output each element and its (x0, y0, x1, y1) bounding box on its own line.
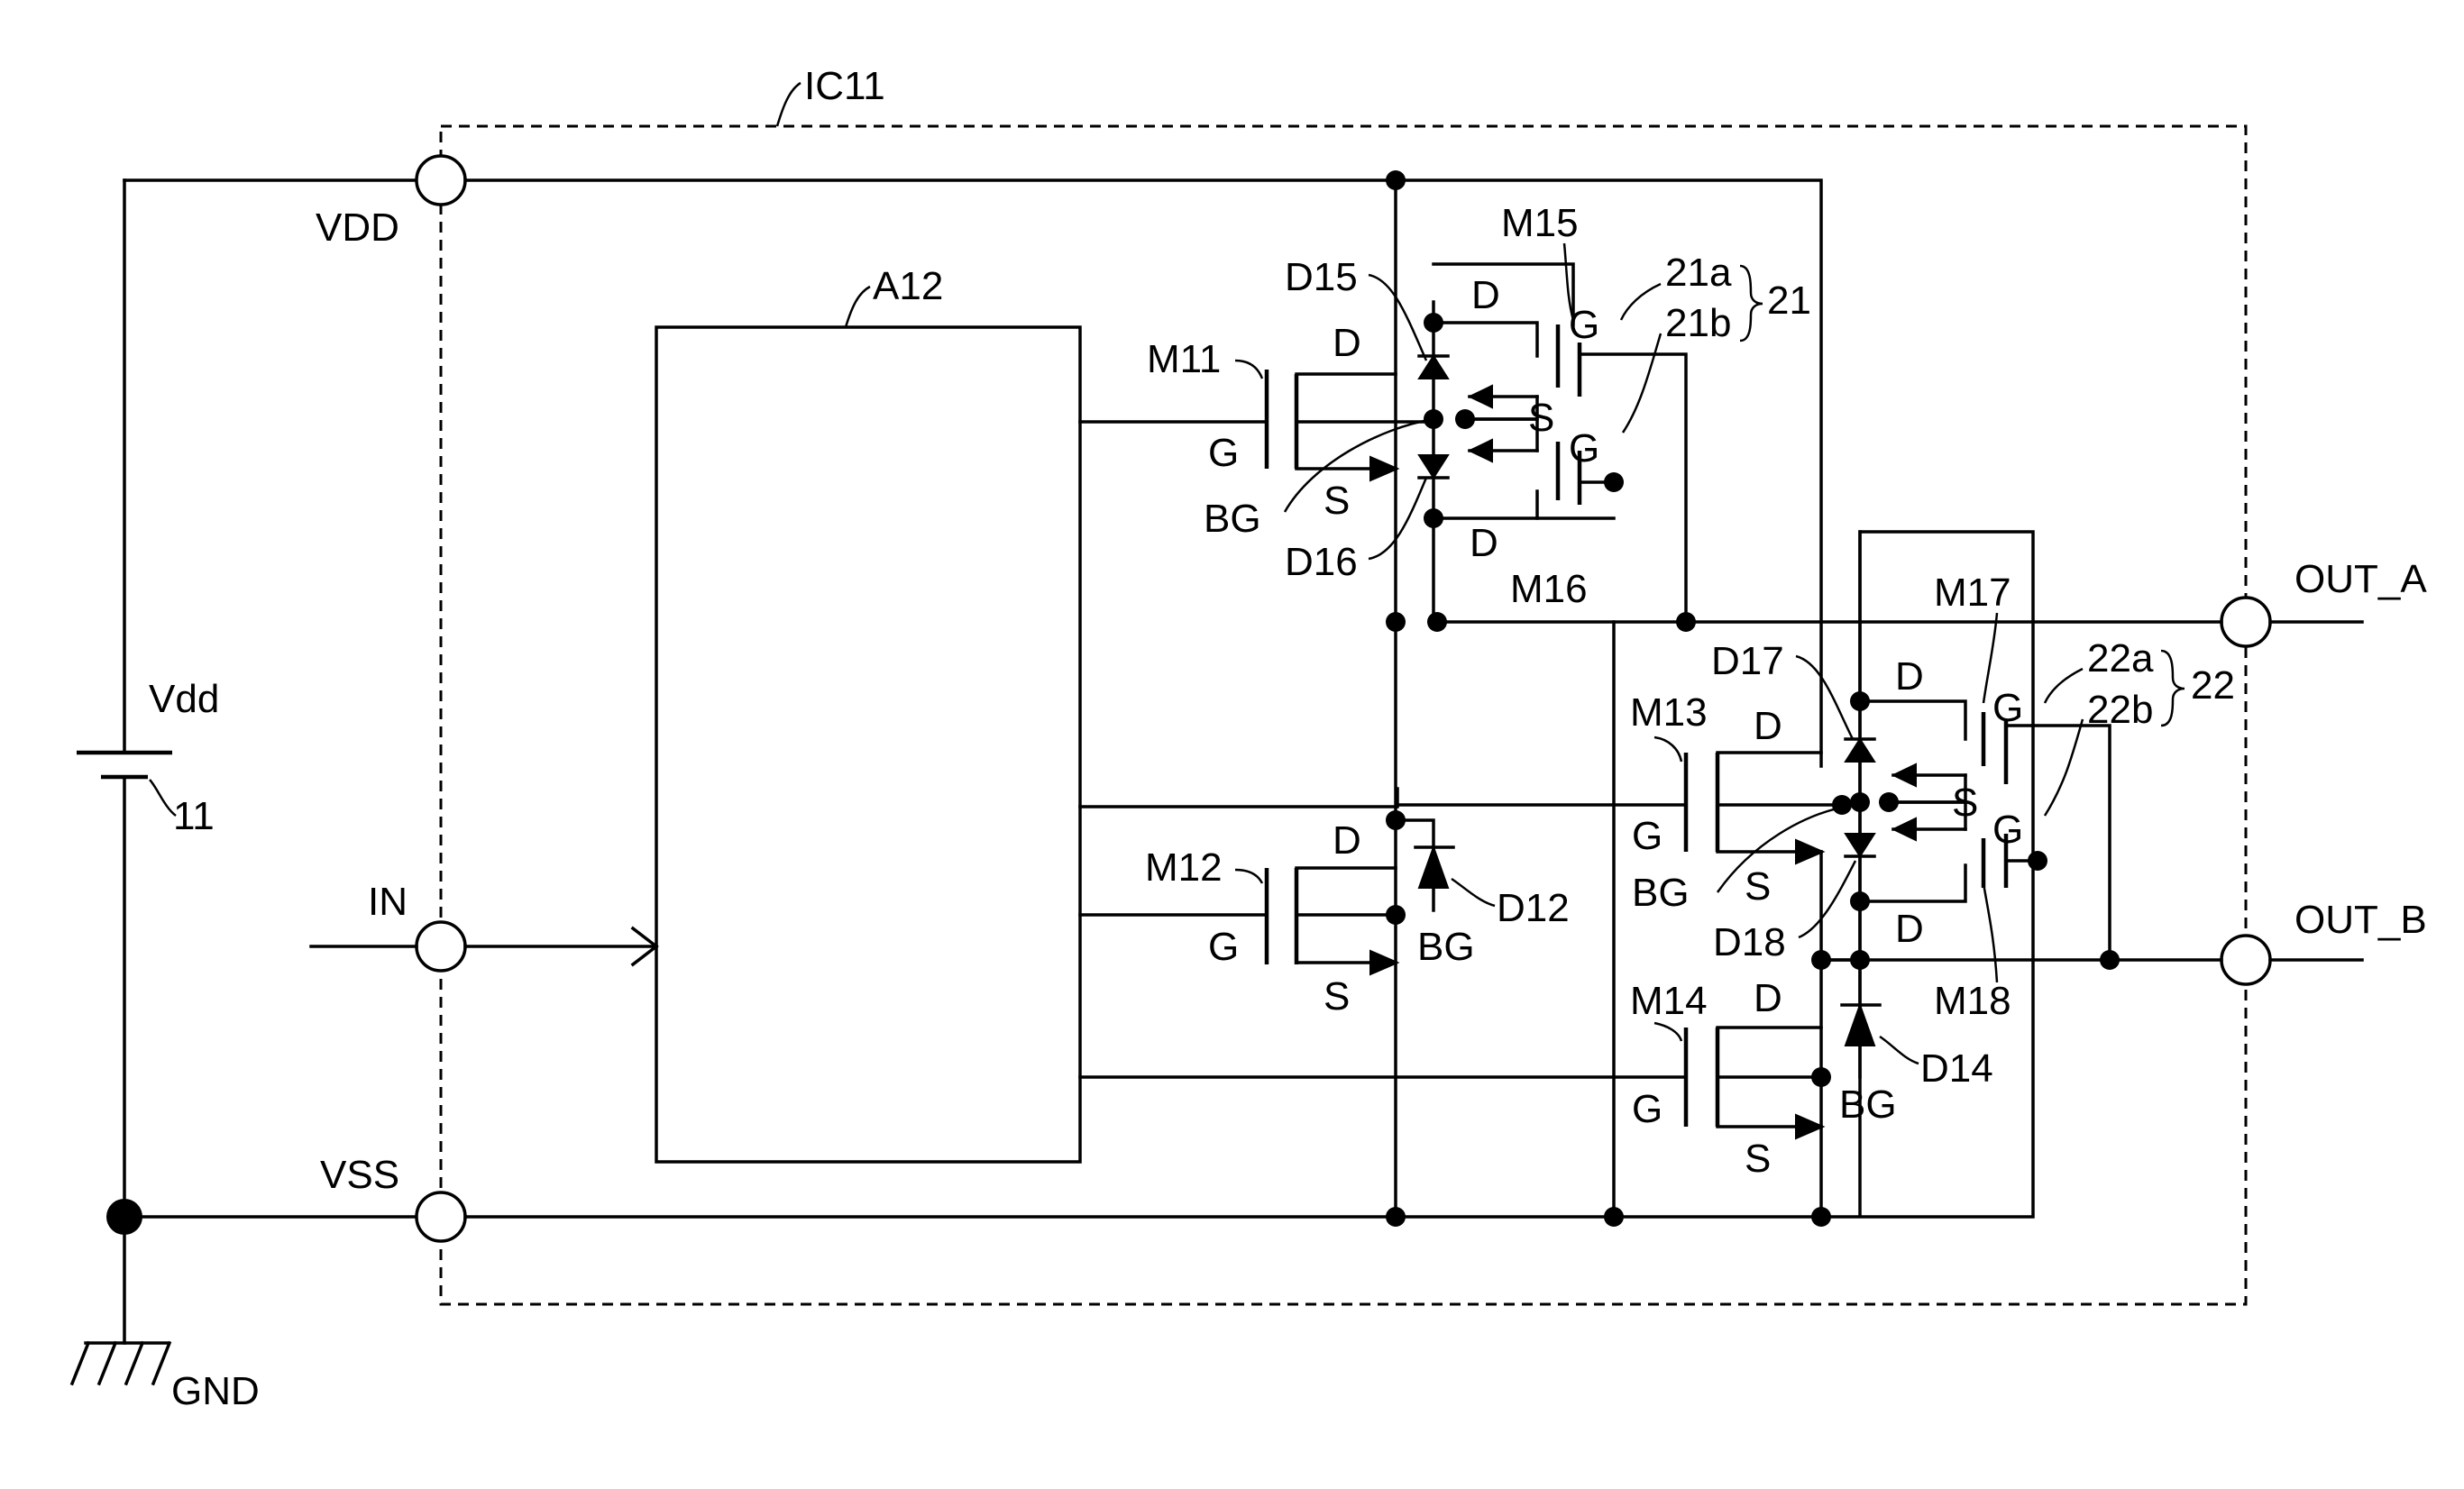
m16-d: D (1470, 521, 1498, 565)
m18-label: M18 (1934, 979, 2011, 1023)
d16-label: D16 (1285, 540, 1358, 584)
m13-g: G (1632, 814, 1663, 858)
m13-d: D (1754, 704, 1782, 748)
d16-leader (1369, 478, 1426, 559)
ic-boundary (441, 126, 2246, 1304)
m11-bg: BG (1204, 497, 1261, 541)
m11-leader (1235, 361, 1262, 379)
d17-leader (1796, 656, 1853, 739)
m14-d: D (1754, 976, 1782, 1020)
battery-11 (72, 180, 425, 1384)
m17-label: M17 (1934, 571, 2011, 615)
d18-leader (1799, 861, 1855, 937)
m11-s: S (1324, 479, 1350, 523)
d12-label: D12 (1497, 886, 1570, 930)
group-22a: 22a (2087, 636, 2154, 681)
ground-label: GND (171, 1369, 260, 1413)
m14-g: G (1632, 1087, 1663, 1131)
pin-vss (417, 1192, 465, 1241)
d15-label: D15 (1285, 255, 1358, 299)
vss-rail (465, 532, 2033, 1217)
pin-out-a-label: OUT_A (2295, 557, 2427, 601)
ic-label-leader (777, 83, 801, 126)
m11-label: M11 (1147, 337, 1221, 381)
m12-d: D (1333, 818, 1361, 863)
m16-g: G (1569, 426, 1599, 470)
m14-leader (1654, 1023, 1681, 1041)
m12-leader (1235, 870, 1262, 883)
m17-s: S (1952, 781, 1978, 825)
m12-label: M12 (1145, 845, 1223, 890)
m12-bg: BG (1417, 925, 1475, 969)
battery-ref: 11 (173, 794, 215, 838)
group-22b-arrow (2045, 719, 2083, 816)
pin-out-b-label: OUT_B (2295, 898, 2427, 942)
group-21a-arrow (1621, 284, 1661, 320)
m18-d: D (1895, 907, 1924, 951)
d15-leader (1369, 275, 1426, 361)
group-21b: 21b (1665, 301, 1731, 345)
m14-label: M14 (1630, 979, 1708, 1023)
m15-d: D (1471, 273, 1500, 317)
transistor-m11 (1267, 370, 1438, 480)
block-a12-label: A12 (873, 264, 943, 308)
m15-label: M15 (1501, 201, 1579, 245)
pin-out-b (2221, 936, 2270, 984)
m14-bg: BG (1839, 1082, 1897, 1127)
group-21: 21 (1767, 279, 1811, 323)
group-22a-arrow (2045, 669, 2083, 703)
d12-leader (1452, 879, 1495, 906)
group-21-brace (1740, 266, 1763, 341)
ic-label: IC11 (804, 64, 885, 108)
d17-label: D17 (1711, 639, 1784, 683)
m13-leader (1654, 737, 1681, 762)
battery-ref-leader (150, 780, 176, 816)
group-22: 22 (2191, 663, 2235, 708)
block-a12-leader (846, 287, 870, 327)
m14-s: S (1745, 1137, 1771, 1181)
m12-g: G (1208, 925, 1239, 969)
m12-s: S (1324, 974, 1350, 1019)
m13-label: M13 (1630, 690, 1708, 735)
d18-label: D18 (1713, 920, 1786, 964)
group-22-brace (2161, 651, 2185, 726)
m16-label: M16 (1510, 567, 1588, 611)
d14-leader (1880, 1037, 1919, 1064)
pin-vdd-label: VDD (316, 206, 399, 250)
group-22b: 22b (2087, 688, 2153, 732)
m13-bg: BG (1632, 871, 1690, 915)
m13-bg-leader (1717, 805, 1857, 892)
pin-vdd (417, 156, 465, 205)
m11-g: G (1208, 431, 1239, 475)
m17-g: G (1992, 686, 2023, 730)
pin-in-label: IN (368, 880, 408, 924)
group-21b-arrow (1623, 333, 1661, 433)
m15-g: G (1569, 303, 1599, 347)
block-a12 (656, 327, 1080, 1162)
pin-vss-label: VSS (320, 1153, 399, 1197)
m17-d: D (1895, 654, 1924, 699)
m18-leader (1983, 883, 1997, 982)
m18-g: G (1992, 808, 2023, 852)
m15-s: S (1528, 396, 1554, 440)
m11-bg-leader (1285, 419, 1434, 512)
gate-m13-line (1080, 789, 1397, 807)
battery-label: Vdd (149, 677, 219, 721)
m13-s: S (1745, 864, 1771, 909)
pin-out-a (2221, 598, 2270, 646)
m11-d: D (1333, 321, 1361, 365)
pin-in (417, 922, 465, 971)
group-21a: 21a (1665, 251, 1732, 295)
d14-label: D14 (1920, 1046, 1993, 1091)
